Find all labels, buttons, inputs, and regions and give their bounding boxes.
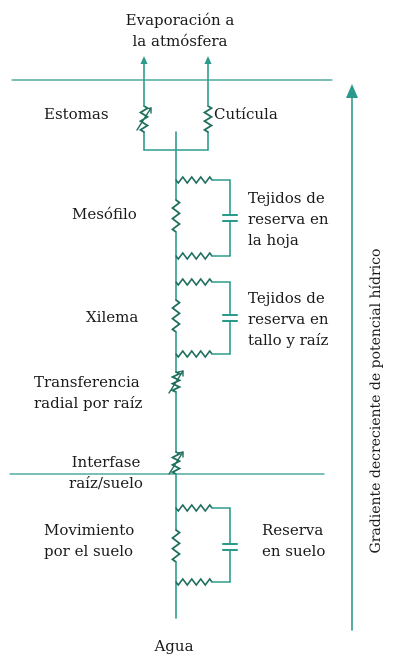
stem-reservoir-resistor-top bbox=[175, 277, 213, 287]
leaf-reservoir-resistor-bottom bbox=[175, 251, 213, 261]
stomata-resistor-arrow-shaft bbox=[136, 107, 152, 131]
reserva-suelo-label: Reserva en suelo bbox=[262, 520, 325, 562]
stomata-resistor-arrow-head bbox=[145, 107, 152, 114]
tejidos-hoja-line-3: la hoja bbox=[248, 231, 299, 249]
interface-resistor-arrow-head bbox=[177, 451, 184, 458]
soil-movement-resistor bbox=[171, 529, 181, 563]
movimiento-line-2: por el suelo bbox=[44, 542, 134, 560]
evaporation-line-2: la atmósfera bbox=[132, 32, 228, 50]
estomas-label: Estomas bbox=[44, 105, 109, 123]
soil-reservoir-resistor-top bbox=[175, 503, 213, 513]
tejidos-hoja-label: Tejidos de reserva en la hoja bbox=[248, 188, 329, 251]
radial-transfer-resistor-arrow-head bbox=[177, 370, 184, 377]
cuticula-label: Cutícula bbox=[214, 105, 278, 123]
gradient-arrow-head bbox=[346, 84, 358, 98]
evaporation-label: Evaporación a la atmósfera bbox=[110, 10, 250, 52]
transferencia-line-2: radial por raíz bbox=[34, 394, 143, 412]
xylem-resistor bbox=[171, 299, 181, 333]
mesophyll-resistor bbox=[171, 199, 181, 233]
mesofilo-label: Mesófilo bbox=[72, 205, 137, 223]
interface-resistor-arrow-shaft bbox=[168, 451, 184, 475]
cuticle-resistor bbox=[202, 105, 214, 133]
reserva-suelo-line-1: Reserva bbox=[262, 521, 324, 539]
transferencia-line-1: Transferencia bbox=[34, 373, 140, 391]
agua-label: Agua bbox=[154, 637, 194, 655]
tejidos-tallo-line-1: Tejidos de bbox=[248, 289, 325, 307]
cuticle-arrow-head bbox=[204, 56, 212, 64]
transferencia-label: Transferencia radial por raíz bbox=[34, 372, 142, 414]
xilema-label: Xilema bbox=[86, 308, 139, 326]
movimiento-label: Movimiento por el suelo bbox=[44, 520, 134, 562]
radial-transfer-resistor-arrow-shaft bbox=[168, 370, 184, 394]
interfase-label: Interfase raíz/suelo bbox=[52, 452, 160, 494]
tejidos-tallo-line-2: reserva en bbox=[248, 310, 329, 328]
stomata-arrow-head bbox=[140, 56, 148, 64]
reserva-suelo-line-2: en suelo bbox=[262, 542, 326, 560]
tejidos-hoja-line-1: Tejidos de bbox=[248, 189, 325, 207]
gradient-label: Gradiente decreciente de potencial hídri… bbox=[368, 248, 384, 554]
evaporation-line-1: Evaporación a bbox=[125, 11, 235, 29]
tejidos-tallo-label: Tejidos de reserva en tallo y raíz bbox=[248, 288, 329, 351]
interfase-line-1: Interfase bbox=[71, 453, 141, 471]
soil-reservoir-resistor-bottom bbox=[175, 577, 213, 587]
tejidos-tallo-line-3: tallo y raíz bbox=[248, 331, 329, 349]
interfase-line-2: raíz/suelo bbox=[69, 474, 143, 492]
movimiento-line-1: Movimiento bbox=[44, 521, 135, 539]
leaf-reservoir-resistor-top bbox=[175, 175, 213, 185]
tejidos-hoja-line-2: reserva en bbox=[248, 210, 329, 228]
stem-reservoir-resistor-bottom bbox=[175, 349, 213, 359]
